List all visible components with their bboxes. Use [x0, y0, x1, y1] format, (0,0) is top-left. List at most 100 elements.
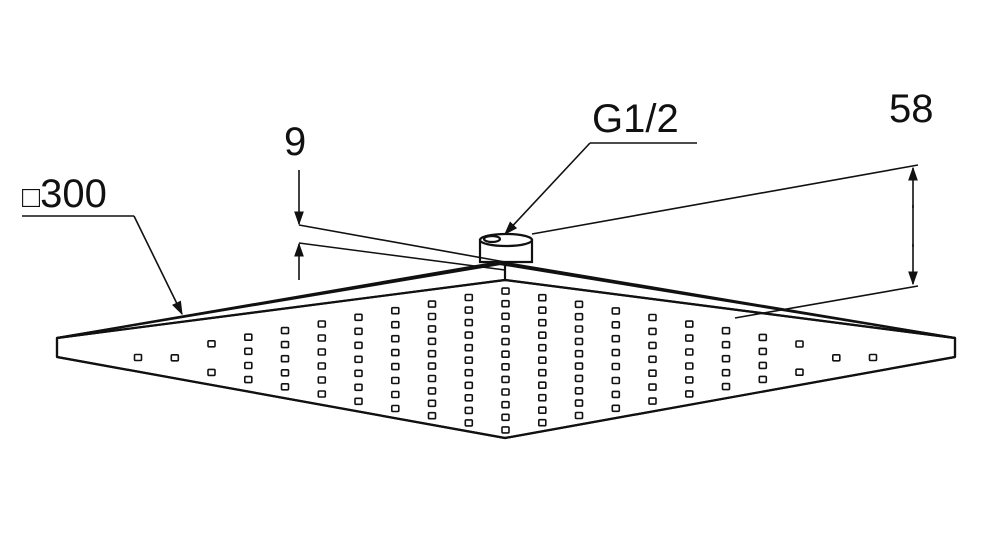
thickness-extension-top	[298, 224, 506, 263]
nozzle	[574, 362, 584, 370]
nozzle	[390, 376, 400, 385]
nozzle	[390, 348, 400, 357]
nozzle	[537, 381, 547, 390]
nozzle-grid	[133, 287, 878, 434]
connector-nipple	[478, 232, 534, 264]
nozzle	[354, 327, 363, 336]
nozzle	[244, 333, 253, 342]
nozzle	[244, 361, 253, 370]
nozzle	[464, 306, 474, 314]
nozzle	[390, 320, 400, 329]
nozzle	[280, 382, 290, 391]
nozzle	[427, 362, 437, 370]
connection-label: G1/2	[592, 97, 679, 141]
nozzle	[611, 320, 621, 329]
nozzle	[537, 418, 547, 427]
nozzle	[611, 376, 621, 385]
nozzle	[390, 404, 400, 413]
nozzle	[684, 362, 694, 370]
nozzle	[611, 307, 621, 315]
nozzle	[317, 334, 327, 342]
nozzle	[427, 374, 437, 383]
nozzle	[317, 390, 327, 398]
nozzle	[537, 406, 547, 415]
nozzle	[831, 353, 841, 362]
nozzle	[354, 369, 363, 378]
nozzle	[611, 362, 621, 371]
nozzle	[464, 293, 474, 302]
nozzle	[390, 306, 400, 315]
nozzle	[280, 368, 290, 377]
nozzle	[648, 369, 657, 378]
nozzle	[207, 339, 216, 348]
nozzle	[611, 404, 621, 413]
nozzle	[501, 312, 510, 321]
square-symbol: □	[22, 181, 41, 214]
nozzle	[464, 318, 474, 327]
nozzle	[464, 356, 474, 365]
nozzle	[684, 376, 694, 384]
nozzle	[354, 313, 363, 322]
nozzle	[501, 388, 510, 396]
nozzle	[390, 362, 400, 371]
nozzle	[354, 397, 363, 406]
nozzle	[721, 368, 731, 377]
nozzle	[574, 337, 584, 346]
nozzle	[611, 390, 621, 399]
nozzle	[354, 355, 363, 364]
nozzle	[501, 325, 510, 333]
nozzle	[427, 387, 437, 395]
nozzle	[648, 397, 657, 405]
nozzle	[501, 362, 510, 371]
nozzle	[537, 331, 547, 340]
nozzle	[648, 355, 657, 364]
nozzle	[648, 383, 657, 391]
nozzle	[390, 390, 400, 399]
nozzle	[611, 348, 621, 357]
nozzle	[464, 343, 474, 352]
nozzle	[537, 356, 547, 365]
nozzle	[537, 393, 547, 402]
nozzle	[795, 340, 804, 348]
nozzle	[648, 327, 657, 336]
nozzle	[464, 368, 474, 377]
nozzle	[464, 381, 474, 390]
dimension-lines	[22, 142, 919, 319]
nozzle	[537, 368, 547, 377]
nozzle	[501, 426, 510, 434]
nozzle	[427, 411, 437, 420]
nozzle	[501, 299, 510, 308]
nozzle	[721, 340, 731, 349]
height-extension-bottom	[734, 285, 919, 319]
nozzle	[721, 382, 731, 391]
nozzle	[354, 383, 363, 392]
nozzle	[280, 354, 290, 363]
nozzle	[390, 334, 400, 343]
height-label: 58	[889, 87, 934, 131]
nozzle	[427, 349, 437, 358]
nozzle	[574, 325, 584, 333]
nozzle	[684, 348, 694, 356]
nozzle	[464, 393, 474, 402]
nozzle	[684, 334, 694, 342]
size-label: □300	[22, 174, 107, 214]
nozzle	[427, 325, 437, 333]
nozzle	[795, 368, 804, 377]
nozzle	[758, 361, 768, 370]
nozzle	[611, 334, 621, 343]
nozzle	[574, 399, 584, 407]
nozzle	[574, 300, 584, 309]
nozzle	[317, 376, 327, 384]
nozzle	[758, 347, 768, 356]
nozzle	[537, 343, 547, 352]
nozzle	[317, 348, 327, 356]
size-leader-arrow	[133, 215, 183, 316]
nozzle	[574, 374, 584, 383]
nozzle	[501, 337, 510, 346]
nozzle	[427, 399, 437, 408]
nozzle	[280, 326, 290, 335]
connection-leader-arrow	[504, 142, 591, 236]
nozzle	[244, 375, 253, 384]
nozzle	[317, 320, 327, 328]
